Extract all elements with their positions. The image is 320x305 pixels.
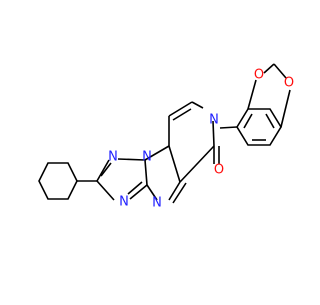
molecule-structure: N N N N N O O O [38, 63, 294, 211]
pyridinone-ring [168, 101, 215, 183]
atom-n-pyrimidine: N [152, 196, 162, 211]
atom-o-carbonyl: O [214, 163, 224, 178]
triazole-ring [96, 158, 148, 201]
molecule-canvas: N N N N N O O O [38, 63, 294, 211]
atom-n-triazole-low: N [119, 195, 129, 210]
cyclohexyl-ring [38, 162, 78, 200]
aryl-link-bond [219, 126, 238, 129]
atom-labels: N N N N N O O O [108, 68, 294, 211]
atom-n-triazole-top: N [108, 150, 118, 165]
carbonyl-bond [213, 146, 220, 164]
atom-n-pyridinone: N [209, 113, 219, 128]
atom-o-dioxole-top: O [254, 68, 264, 83]
dioxole-ring [247, 63, 291, 128]
pyrimidine-ring [144, 145, 187, 204]
benzene-ring [236, 108, 282, 146]
atom-o-dioxole-right: O [284, 76, 294, 91]
atom-n-bridge: N [142, 150, 152, 165]
